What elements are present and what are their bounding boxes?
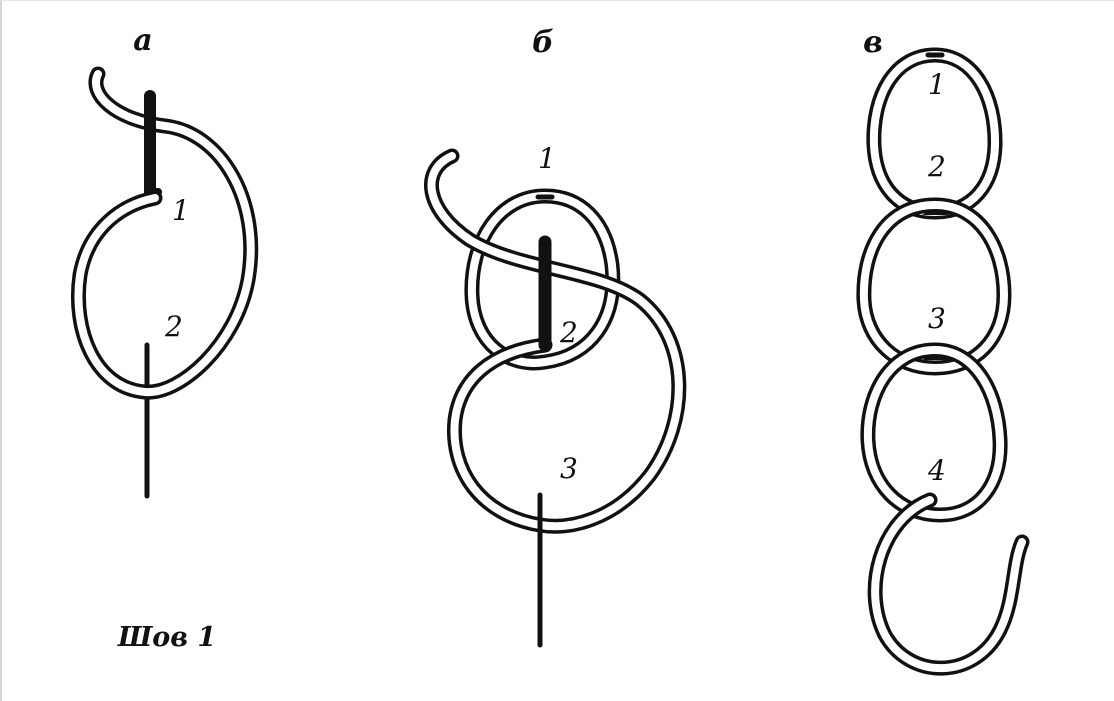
panel-a-label: а: [133, 23, 152, 58]
panel-v-tail: [875, 500, 1022, 668]
panel-b-label: б: [532, 25, 554, 60]
panel-b-point-2: 2: [559, 316, 578, 349]
panel-b: б 1 2 3: [431, 25, 678, 645]
panel-b-point-3: 3: [560, 452, 578, 485]
panel-v: в 1 2 3 4: [863, 25, 1022, 668]
panel-v-point-4: 4: [927, 454, 946, 487]
panel-a: а 1 2: [78, 23, 250, 496]
figure-caption: Шов 1: [117, 622, 216, 653]
panel-v-label: в: [863, 25, 883, 60]
panel-a-point-1: 1: [172, 194, 190, 227]
panel-a-thread: [78, 74, 250, 392]
panel-v-point-1: 1: [928, 68, 946, 101]
panel-b-thread: [431, 156, 678, 526]
panel-v-point-2: 2: [927, 150, 946, 183]
panel-a-point-2: 2: [164, 310, 183, 343]
panel-v-point-3: 3: [928, 302, 946, 335]
panel-b-point-1: 1: [538, 142, 556, 175]
